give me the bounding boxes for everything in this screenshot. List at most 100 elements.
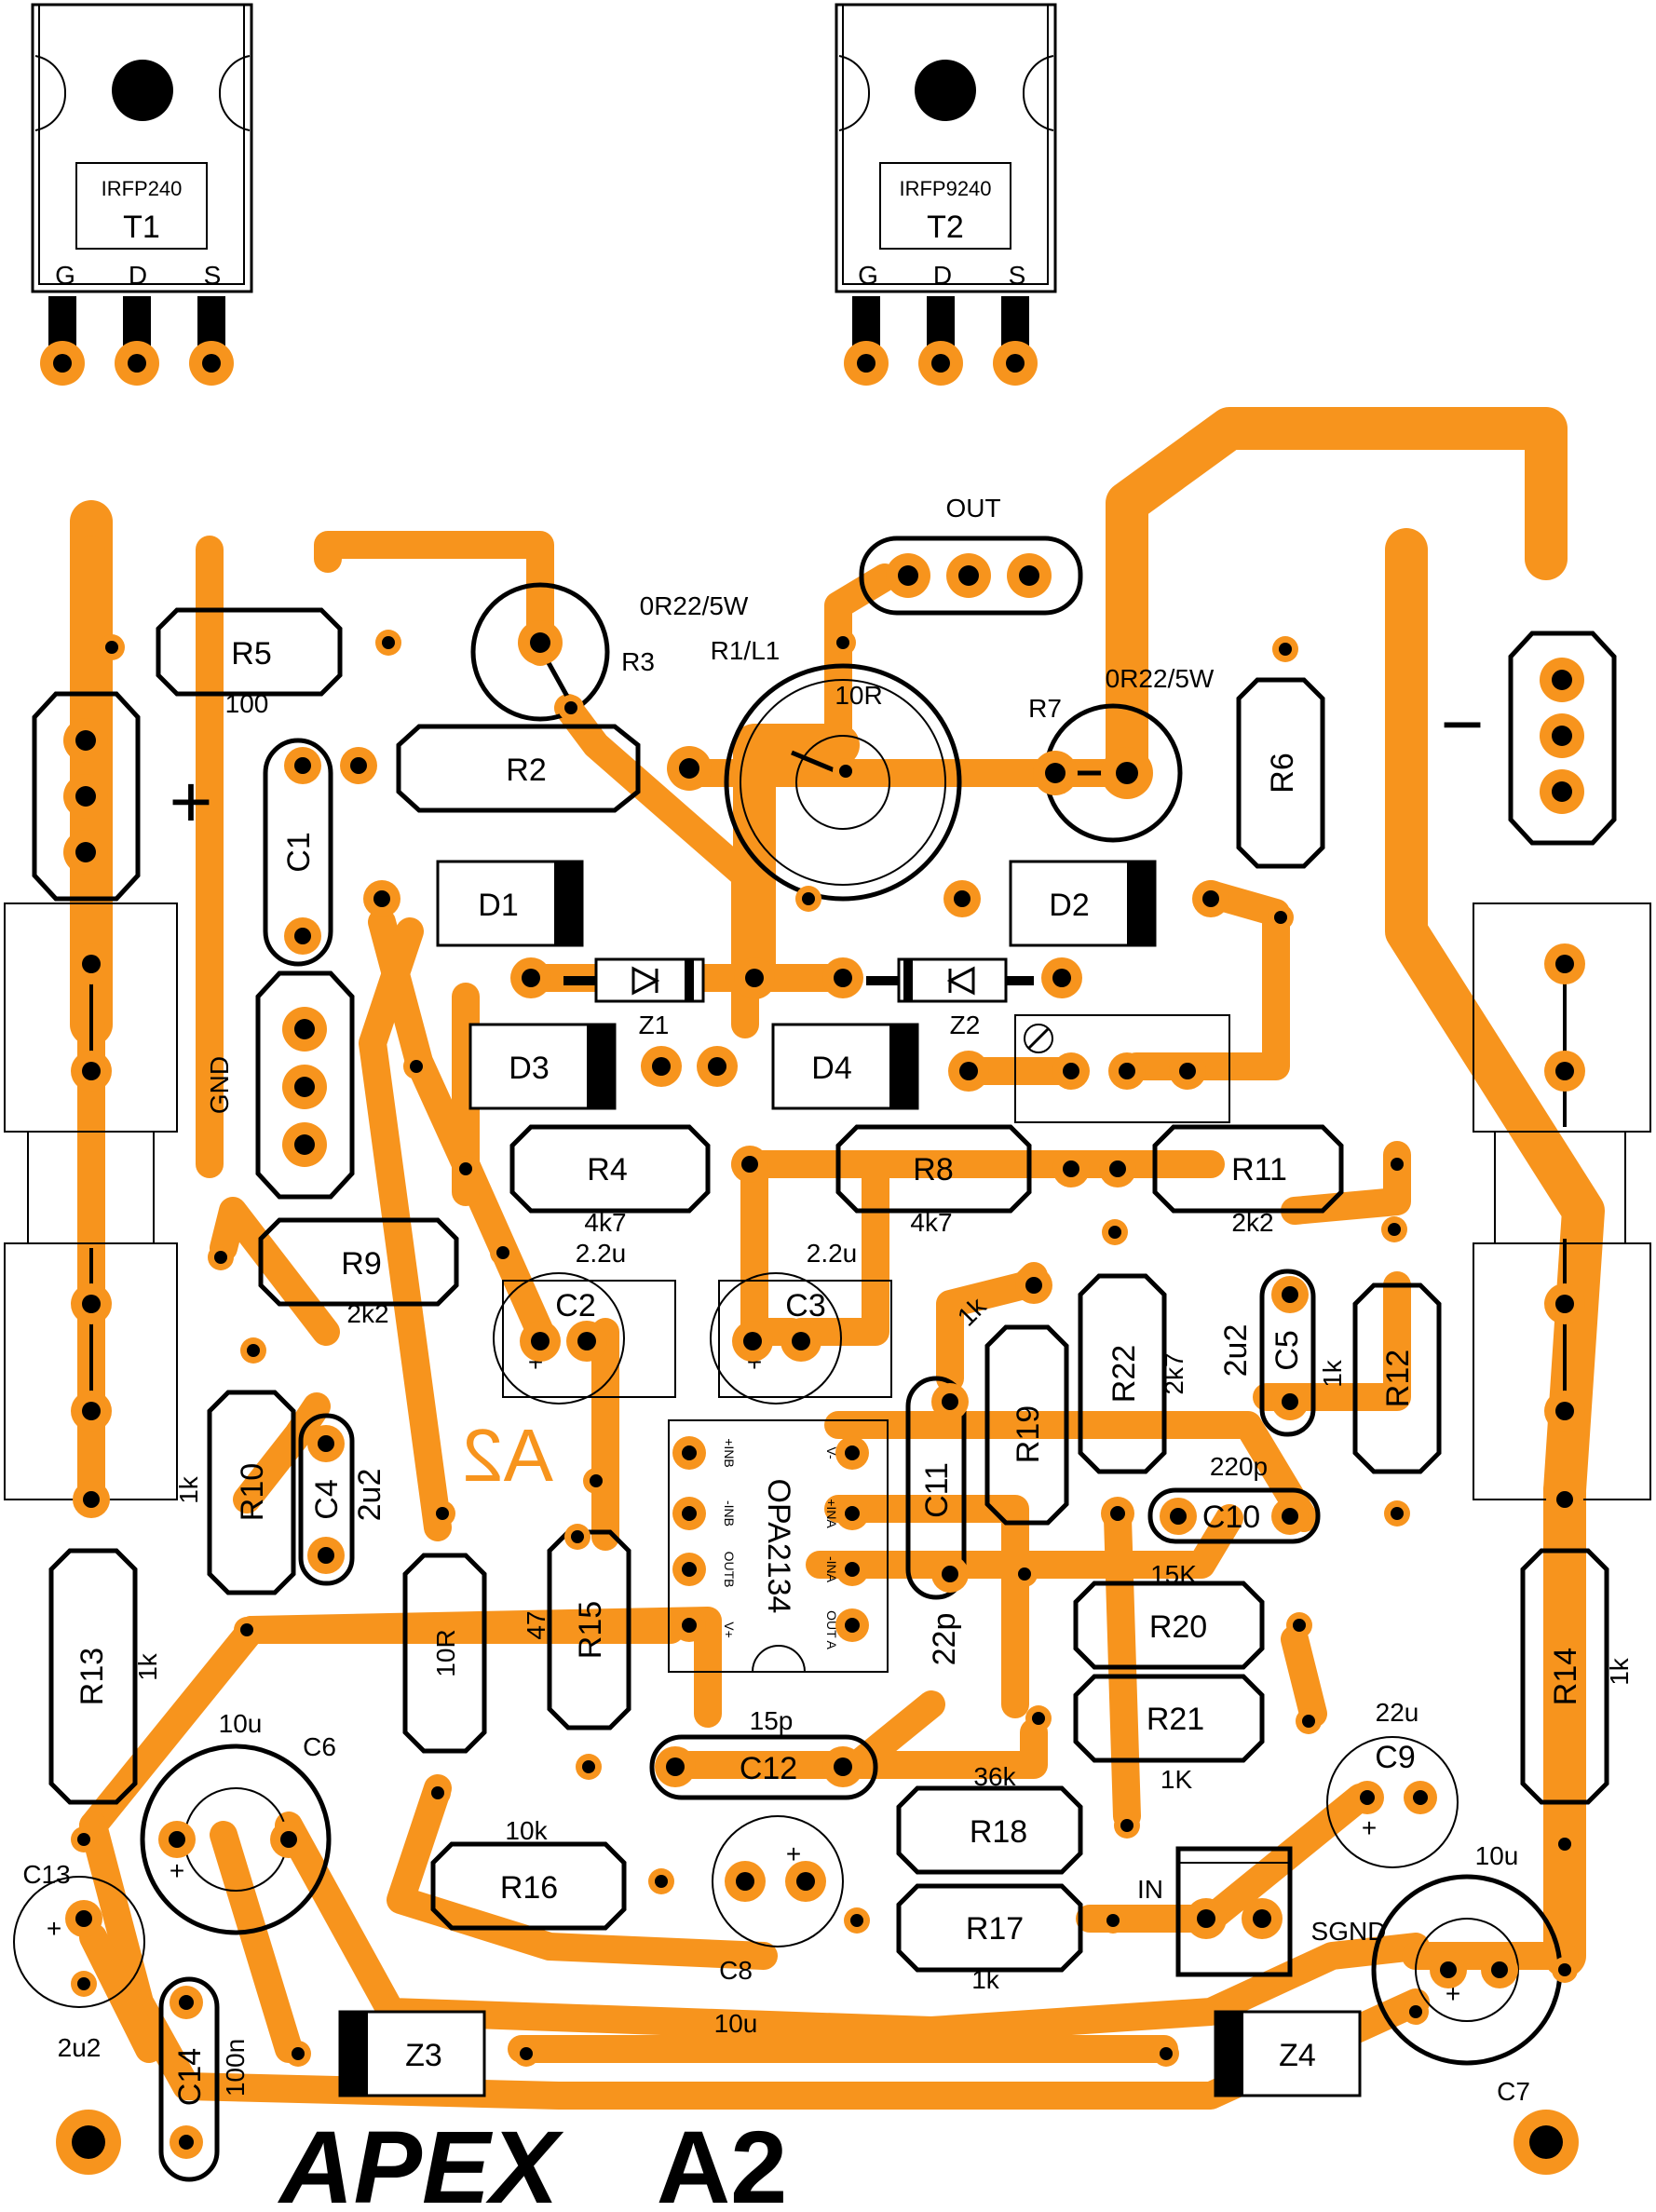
resistor-r19: R19 1k	[952, 1291, 1069, 1526]
connector-in-sgnd: IN SGND	[1137, 1846, 1387, 1977]
z4-ref: Z4	[1279, 2038, 1316, 2073]
r21-value: 1K	[1161, 1765, 1193, 1794]
r15-value: 47	[522, 1610, 550, 1639]
t2-part-label: IRFP9240	[899, 177, 991, 200]
resistor-r11: R11 2k2	[1152, 1124, 1344, 1237]
resistor-r18: R18 36k	[896, 1762, 1083, 1875]
ic-pin-vminus: V-	[824, 1446, 839, 1459]
in-label: IN	[1137, 1875, 1163, 1904]
ic-opa2134: OPA2134 +INB -INB OUTB V+ V- +INA -INA O…	[668, 1419, 889, 1673]
gnd-label: GND	[205, 1056, 234, 1114]
t1-pin-d: D	[129, 261, 147, 290]
resistor-r8: R8 4k7	[835, 1124, 1032, 1237]
ic-pin-ina-minus: -INA	[824, 1556, 839, 1583]
c6-value: 10u	[219, 1709, 263, 1738]
zener-z3: Z3	[338, 2010, 486, 2097]
zener-z1: Z1	[563, 957, 705, 1039]
r13-ref: R13	[75, 1648, 110, 1705]
r21-ref: R21	[1147, 1702, 1204, 1737]
r7-ref: R7	[1028, 694, 1062, 723]
r15-ref: R15	[573, 1601, 608, 1659]
brand-label: APEX	[277, 2110, 563, 2212]
r14-ref: R14	[1548, 1648, 1583, 1705]
c4-ref: C4	[309, 1479, 345, 1519]
cap-c6: C6 10u +	[140, 1709, 336, 1935]
c2-value: 2.2u	[576, 1239, 627, 1268]
c6-polarity: +	[170, 1856, 184, 1885]
trimmer	[1014, 1014, 1230, 1123]
r16-value: 10k	[505, 1816, 548, 1845]
diode-d2: D2	[1009, 860, 1157, 947]
r4-value: 4k7	[584, 1208, 626, 1237]
t1-ref-label: T1	[123, 210, 160, 245]
resistor-r15: R15 47	[522, 1529, 631, 1730]
r5-value: 100	[225, 689, 269, 718]
board-label: A2 APEX A2	[277, 1414, 787, 2212]
plus-label: +	[170, 760, 213, 843]
mounting-holes	[56, 2110, 1579, 2175]
r8-value: 4k7	[910, 1208, 952, 1237]
cap-c7: C7 10u +	[1371, 1841, 1563, 2106]
diode-d3: D3	[468, 1023, 617, 1110]
connector-minus: −	[1441, 631, 1617, 846]
c8-value: 10u	[714, 2009, 758, 2038]
resistor-r1-l1: R1/L1 10R	[711, 636, 962, 902]
r13-value: 1k	[133, 1652, 162, 1681]
c13-ref: C13	[22, 1860, 70, 1889]
resistor-r22: R22 2k7	[1078, 1273, 1188, 1474]
t1-pin-s: S	[204, 261, 222, 290]
transistor-t1: IRFP240 T1 G D S	[31, 3, 253, 386]
r4-ref: R4	[587, 1152, 627, 1187]
resistor-r20: R20 15K	[1073, 1560, 1265, 1670]
z2-ref: Z2	[950, 1011, 981, 1039]
c4-value: 2u2	[352, 1469, 387, 1522]
r14-value: 1k	[1605, 1657, 1634, 1686]
cap-c11: C11 22p	[905, 1376, 967, 1666]
diode-d4: D4	[771, 1023, 919, 1110]
c5-value: 2u2	[1218, 1324, 1254, 1377]
d1-ref: D1	[478, 888, 518, 923]
c11-value: 22p	[927, 1613, 962, 1666]
c1-ref: C1	[281, 832, 317, 872]
r20-ref: R20	[1149, 1609, 1207, 1645]
r22-value: 2k7	[1160, 1352, 1188, 1394]
r12-value: 1k	[1318, 1359, 1347, 1388]
c9-ref: C9	[1375, 1740, 1415, 1775]
r8-ref: R8	[913, 1152, 953, 1187]
r16-ref: R16	[500, 1870, 558, 1906]
sgnd-label: SGND	[1311, 1917, 1387, 1946]
r3-value: 0R22/5W	[640, 591, 749, 620]
model-label: A2	[657, 2110, 788, 2212]
resistor-r9: R9 2k2	[258, 1217, 459, 1328]
r12-ref: R12	[1380, 1350, 1416, 1407]
connector-out: OUT	[859, 494, 1083, 616]
cap-c12: C12 15p	[649, 1706, 878, 1800]
r17-ref: R17	[966, 1911, 1024, 1947]
t1-pin-g: G	[55, 261, 75, 290]
r9-value: 2k2	[346, 1299, 388, 1328]
t2-pin-d: D	[933, 261, 952, 290]
c6-ref: C6	[303, 1732, 336, 1761]
connector-plus: +	[32, 691, 213, 902]
t2-pin-g: G	[858, 261, 878, 290]
r17-value: 1k	[971, 1965, 1000, 1994]
transistor-t2: IRFP9240 T2 G D S	[835, 3, 1057, 386]
c12-ref: C12	[740, 1751, 797, 1786]
c14-ref: C14	[172, 2048, 208, 2106]
ic-pin-inb-minus: -INB	[722, 1500, 737, 1527]
ic-pin-outb: OUTB	[722, 1552, 737, 1588]
resistor-r2: R2	[396, 724, 641, 813]
d3-ref: D3	[509, 1051, 549, 1086]
ic-pin-vplus: V+	[722, 1622, 737, 1638]
t2-ref-label: T2	[927, 210, 964, 245]
r10r-ref: 10R	[431, 1629, 460, 1676]
t2-pin-s: S	[1009, 261, 1026, 290]
resistor-r10: R10 1k	[174, 1390, 296, 1595]
c10-value: 220p	[1210, 1452, 1268, 1481]
cap-c9: C9 22u +	[1326, 1698, 1459, 1868]
cap-c10: C10 220p	[1147, 1452, 1321, 1544]
cap-c13: C13 2u2 +	[13, 1860, 145, 2062]
c3-value: 2.2u	[807, 1239, 858, 1268]
zener-z4: Z4	[1214, 2010, 1362, 2097]
d4-ref: D4	[811, 1051, 851, 1086]
